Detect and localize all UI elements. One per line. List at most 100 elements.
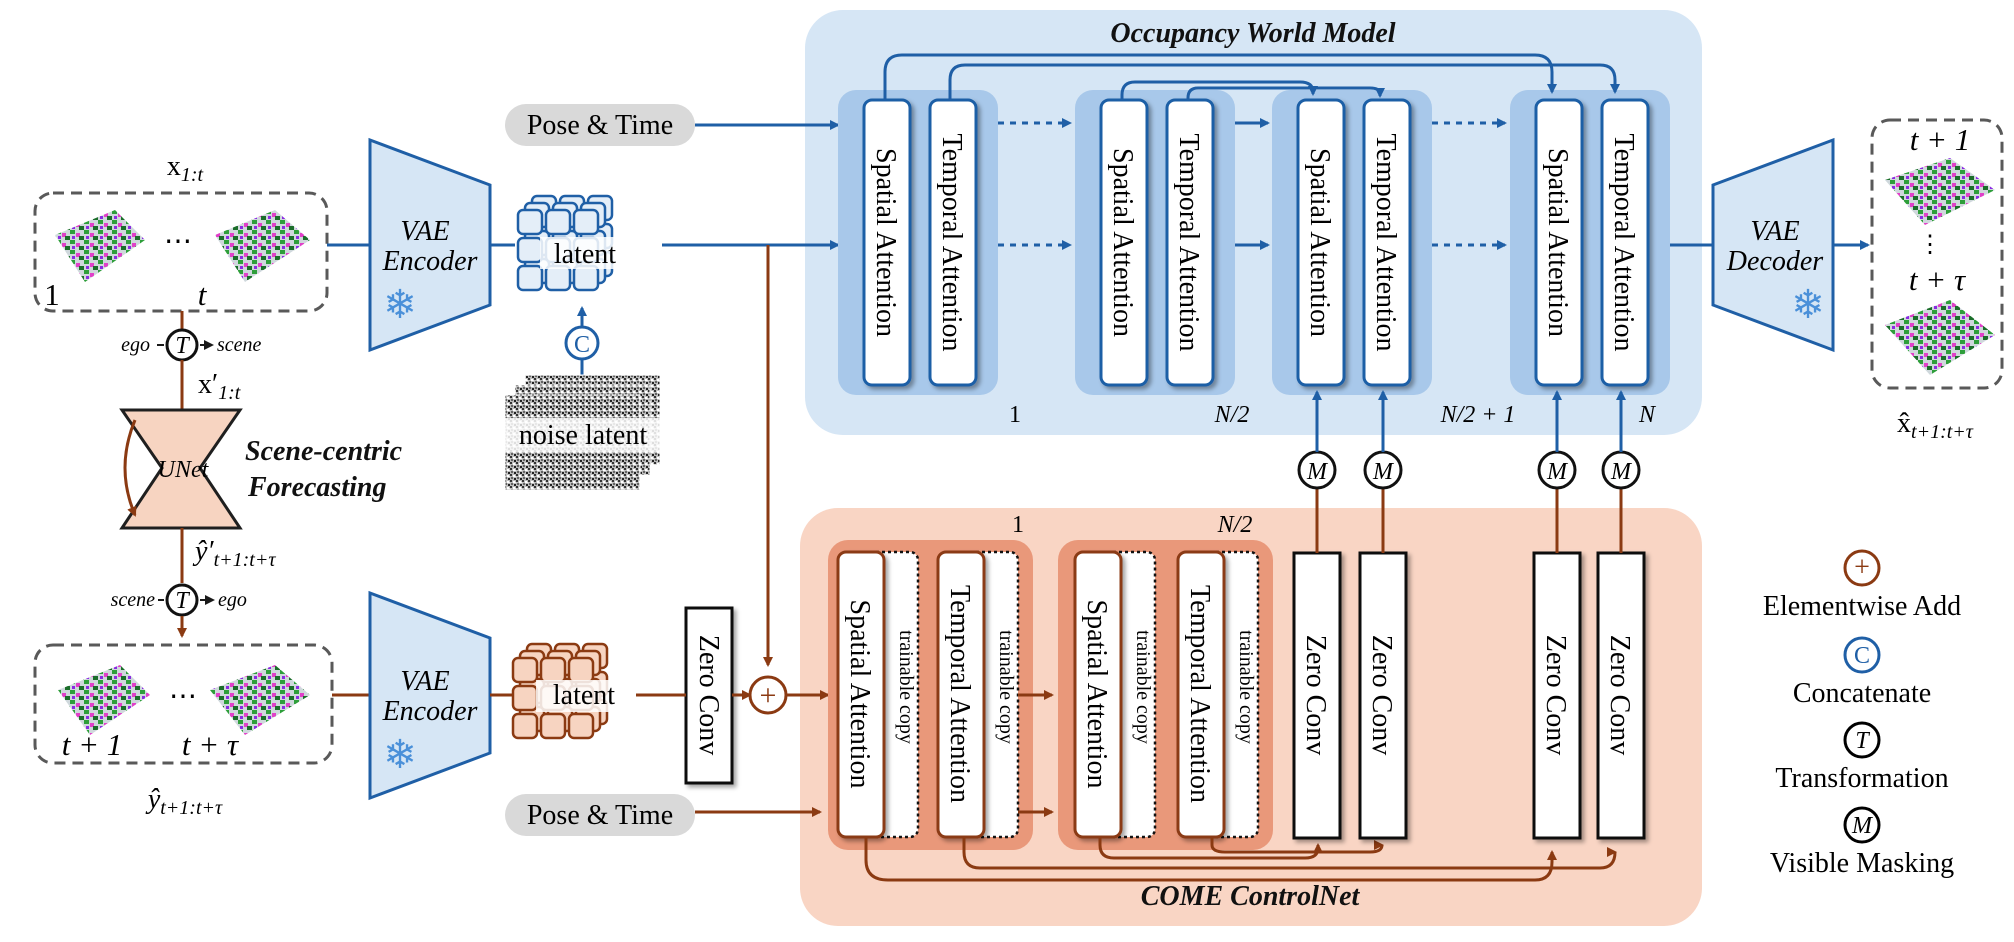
wm-index-1: 1 — [1009, 402, 1021, 428]
wm-group-1-spatial-attention-label: Spatial Attention — [870, 148, 901, 337]
pose-time-bottom-label: Pose & Time — [527, 800, 673, 831]
yhat-prime-label: ŷ′t+1:t+τ — [192, 536, 276, 571]
pose-time-bottom-pill — [505, 794, 695, 836]
latent-top-label: latent — [554, 239, 616, 270]
cn-group-1-spatial-attention-trainable-copy: trainable copy — [895, 630, 917, 744]
zero-conv-4-label: Zero Conv — [1604, 635, 1635, 756]
x-input-label: x1:t — [167, 151, 204, 186]
wm-group-half-temporal-attention: Temporal Attention — [1165, 98, 1215, 387]
cn-group-half-temporal-attention: trainable copy Temporal Attention — [1176, 550, 1260, 839]
concat-icon — [1843, 636, 1881, 674]
zero-conv-1-label: Zero Conv — [1300, 635, 1331, 756]
cn-group-1-temporal-attention-trainable-copy: trainable copy — [995, 630, 1017, 744]
vae-encoder-bottom-sublabel: Encoder — [382, 696, 478, 727]
past-dots: ⋯ — [164, 226, 192, 257]
scene-label-bottom: scene — [111, 589, 156, 611]
forecasting-title-line2: Forecasting — [247, 472, 386, 503]
vae-encoder-top-sublabel: Encoder — [382, 246, 478, 277]
wm-group-n-temporal-attention-label: Temporal Attention — [1608, 133, 1639, 351]
output-t1-label: t + 1 — [1910, 122, 1971, 157]
wm-index-half: N/2 — [1214, 402, 1250, 428]
wm-group-half-plus-temporal-attention: Temporal Attention — [1362, 98, 1412, 387]
noise-latent-label: noise latent — [519, 420, 648, 451]
occupancy-world-model-panel — [805, 10, 1702, 435]
zero-conv-2-label: Zero Conv — [1366, 635, 1397, 756]
vae-encoder-bottom-label: VAE — [400, 666, 449, 697]
cn-group-1-spatial-attention-label: Spatial Attention — [844, 600, 875, 789]
mask-symbol-4: M — [1610, 459, 1633, 485]
wm-group-1-temporal-attention: Temporal Attention — [928, 98, 978, 387]
future-frame-tau-image — [210, 665, 310, 735]
unet-label: UNet — [158, 457, 210, 483]
xhat-output-label: x̂t+1:t+τ — [1897, 408, 1974, 443]
cn-index-half: N/2 — [1217, 512, 1253, 538]
occupancy-world-model-title: Occupancy World Model — [1110, 18, 1395, 49]
add-symbol: + — [760, 679, 777, 712]
vae-decoder-sublabel: Decoder — [1726, 246, 1824, 277]
concat-symbol: C — [574, 332, 590, 358]
legend: +Elementwise AddCConcatenateTTransformat… — [1763, 549, 1961, 879]
yhat-label: ŷt+1:t+τ — [145, 784, 223, 819]
wm-index-half-plus: N/2 + 1 — [1440, 402, 1516, 428]
transform-bottom-icon — [165, 583, 199, 617]
future-frame-1-image — [58, 665, 150, 735]
past-frame-t-image — [215, 210, 310, 282]
vae-encoder-bottom — [368, 590, 492, 801]
wm-group-half-temporal-attention-label: Temporal Attention — [1173, 133, 1204, 351]
transform-legend-symbol: T — [1855, 728, 1870, 754]
wm-group-1-spatial-attention: Spatial Attention — [862, 98, 912, 387]
wm-group-half-plus-spatial-attention-label: Spatial Attention — [1304, 148, 1335, 337]
come-controlnet-title: COME ControlNet — [1141, 881, 1361, 912]
cn-group-half-temporal-attention-trainable-copy: trainable copy — [1235, 630, 1257, 744]
zero-conv-3-label: Zero Conv — [1540, 635, 1571, 756]
wm-group-half-plus-spatial-attention: Spatial Attention — [1296, 98, 1346, 387]
mask-symbol-2: M — [1372, 459, 1395, 485]
vae-encoder-top-label: VAE — [400, 216, 449, 247]
cn-group-half-spatial-attention-label: Spatial Attention — [1081, 600, 1112, 789]
wm-group-n-spatial-attention-label: Spatial Attention — [1542, 148, 1573, 337]
ego-label-bottom: ego — [218, 589, 247, 611]
zero-conv-1: Zero Conv — [1292, 551, 1342, 840]
future-dots: ⋯ — [169, 681, 197, 712]
pose-time-top-label: Pose & Time — [527, 110, 673, 141]
output-ttau-label: t + τ — [1909, 262, 1967, 297]
output-frame-1-image — [1885, 158, 1995, 225]
wm-group-half-plus-temporal-attention-label: Temporal Attention — [1370, 133, 1401, 351]
cn-group-half-temporal-attention-label: Temporal Attention — [1184, 585, 1215, 803]
wm-group-half-spatial-attention: Spatial Attention — [1099, 98, 1149, 387]
transform-bottom-symbol: T — [175, 588, 190, 614]
zero-conv-3: Zero Conv — [1532, 551, 1582, 840]
output-vdots: ⋮ — [1918, 232, 1942, 258]
concat-legend-symbol: C — [1854, 643, 1870, 669]
past-frame-1-image — [55, 210, 145, 282]
mask-symbol-3: M — [1546, 459, 1569, 485]
output-frame-tau-image — [1885, 300, 1995, 375]
transform-legend-label: Transformation — [1775, 763, 1948, 794]
transform-icon — [1843, 721, 1881, 759]
zero-conv-2: Zero Conv — [1358, 551, 1408, 840]
zero-conv-main-label: Zero Conv — [693, 635, 724, 756]
concat-legend-label: Concatenate — [1793, 678, 1931, 709]
add-legend-label: Elementwise Add — [1763, 591, 1961, 622]
snowflake-bottom-icon: ❄ — [383, 732, 417, 777]
cn-group-half-spatial-attention-trainable-copy: trainable copy — [1132, 630, 1154, 744]
past-frame-first-label: 1 — [44, 277, 60, 312]
wm-group-1-temporal-attention-label: Temporal Attention — [936, 133, 967, 351]
vae-decoder-label: VAE — [1750, 216, 1799, 247]
pose-time-top-pill — [505, 104, 695, 146]
latent-bottom-label: latent — [553, 680, 615, 711]
forecasting-title-line1: Scene-centric — [245, 436, 403, 467]
cn-group-half-spatial-attention: trainable copy Spatial Attention — [1073, 550, 1157, 839]
transform-top-symbol: T — [175, 333, 190, 359]
future-frame-first-label: t + 1 — [62, 727, 123, 762]
wm-group-half-spatial-attention-label: Spatial Attention — [1107, 148, 1138, 337]
mask-symbol-1: M — [1306, 459, 1329, 485]
vae-decoder — [1711, 137, 1835, 353]
cn-index-1: 1 — [1012, 512, 1024, 538]
snowflake-top-icon: ❄ — [383, 282, 417, 327]
past-frame-last-label: t — [198, 277, 208, 312]
ego-label-top: ego — [121, 334, 150, 356]
